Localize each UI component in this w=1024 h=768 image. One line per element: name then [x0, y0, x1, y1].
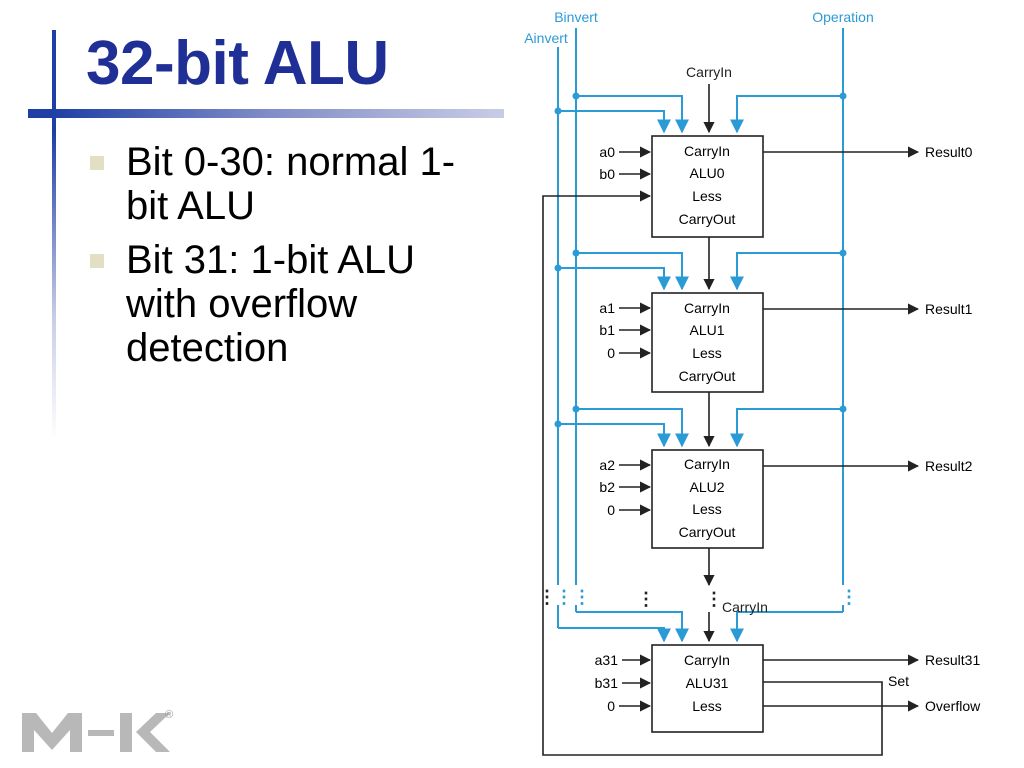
alu-name-label: ALU0: [689, 165, 724, 181]
alu-name-label: ALU1: [689, 322, 724, 338]
carryin-top-label: CarryIn: [686, 64, 732, 80]
alu-b-input-label: b0: [599, 166, 615, 182]
alu-carryout-label: CarryOut: [679, 211, 736, 227]
alu-less-label: Less: [692, 501, 722, 517]
alu-a-input-label: a0: [599, 144, 615, 160]
junction-dots: [554, 92, 847, 428]
alu-less-label: Less: [692, 345, 722, 361]
alu-carryin-label: CarryIn: [684, 300, 730, 316]
alu-carryout-label: CarryOut: [679, 368, 736, 384]
alu-carryout-label: CarryOut: [679, 524, 736, 540]
bullet-text: Bit 31: 1-bit ALU with overflow detectio…: [126, 238, 416, 370]
alu-block-31: CarryIn ALU31 Less a31 b31 0 Result31 Se…: [595, 644, 981, 733]
alu-a-input-label: a2: [599, 457, 615, 473]
alu-b-input-label: b1: [599, 322, 615, 338]
ainvert-label: Ainvert: [524, 30, 568, 46]
bullet-list: Bit 0-30: normal 1-bit ALU Bit 31: 1-bit…: [90, 140, 470, 380]
alu-block-1: CarryIn ALU1 Less CarryOut a1 b1 0 Resul…: [599, 292, 973, 393]
binvert-label: Binvert: [554, 9, 598, 25]
alu-less-label: Less: [692, 188, 722, 204]
control-dots: ⋮ ⋮ ⋮ ⋮ ⋮ ⋮: [538, 587, 858, 609]
alu-name-label: ALU31: [686, 675, 729, 691]
alu-carryin-label: CarryIn: [684, 456, 730, 472]
operation-label: Operation: [812, 9, 873, 25]
svg-text:⋮: ⋮: [840, 587, 858, 607]
registered-mark: ®: [165, 709, 173, 721]
alu-result-label: Result31: [925, 652, 980, 668]
accent-horizontal-bar: [28, 109, 504, 118]
svg-text:⋮: ⋮: [555, 587, 573, 607]
alu-b-input-label: b2: [599, 479, 615, 495]
slide-title: 32-bit ALU: [86, 29, 389, 98]
bullet-square-icon: [90, 156, 104, 170]
svg-text:⋮: ⋮: [637, 589, 655, 609]
alu-block-2: CarryIn ALU2 Less CarryOut a2 b2 0 Resul…: [599, 449, 973, 549]
mk-logo: ®: [22, 709, 173, 752]
bullet-square-icon: [90, 254, 104, 268]
alu-result-label: Result1: [925, 301, 973, 317]
alu-result-label: Result0: [925, 144, 973, 160]
alu-name-label: ALU2: [689, 479, 724, 495]
alu-carryin-label: CarryIn: [684, 143, 730, 159]
alu-block-0: CarryIn ALU0 Less CarryOut a0 b0 Result0: [599, 135, 973, 238]
alu-less-input-label: 0: [607, 502, 615, 518]
alu-less-label: Less: [692, 698, 722, 714]
alu-b-input-label: b31: [595, 675, 619, 691]
alu-a-input-label: a1: [599, 300, 615, 316]
svg-text:⋮: ⋮: [538, 587, 556, 607]
alu-overflow-label: Overflow: [925, 698, 981, 714]
alu-set-label: Set: [888, 673, 909, 689]
bullet-text: Bit 0-30: normal 1-bit ALU: [126, 140, 456, 228]
accent-vertical-bar: [52, 30, 56, 440]
alu-a-input-label: a31: [595, 652, 619, 668]
carryin-31-label: CarryIn: [722, 599, 768, 615]
alu-result-label: Result2: [925, 458, 973, 474]
alu-less-input-label: 0: [607, 345, 615, 361]
svg-text:⋮: ⋮: [573, 587, 591, 607]
control-branches: [558, 95, 843, 643]
data-wires: [542, 146, 920, 756]
bullet-item: Bit 31: 1-bit ALU with overflow detectio…: [90, 238, 470, 370]
control-lines: [557, 28, 844, 628]
bullet-item: Bit 0-30: normal 1-bit ALU: [90, 140, 470, 228]
svg-text:⋮: ⋮: [705, 589, 723, 609]
alu-less-input-label: 0: [607, 698, 615, 714]
alu-carryin-label: CarryIn: [684, 652, 730, 668]
